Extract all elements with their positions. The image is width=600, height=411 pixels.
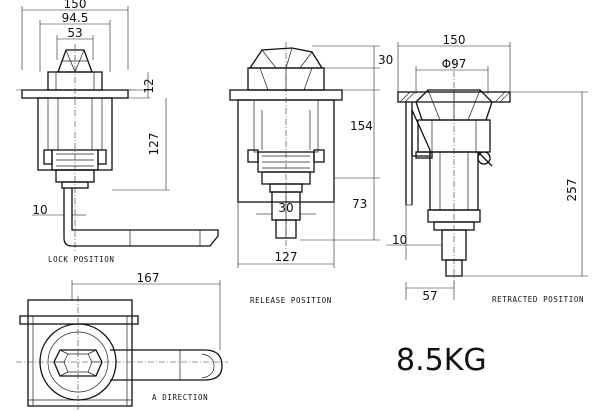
lock-position-view: 150 94.5 53 [16,0,219,264]
dim-lock-top: 53 [67,26,82,40]
dim-lock-width: 150 [64,0,87,11]
dim-retract-offset: 57 [422,289,437,303]
caption-a-direction: A DIRECTION [152,393,208,402]
caption-release-position: RELEASE POSITION [250,296,332,305]
dim-lock-height: 127 [147,133,161,156]
release-position-view: 30 154 73 30 127 RELEASE POSITION [229,42,393,305]
caption-lock-position: LOCK POSITION [48,255,115,264]
dim-release-body: 154 [350,119,373,133]
dim-lock-pin: 10 [32,203,47,217]
dim-retract-height: 257 [565,179,579,202]
dim-release-pin-length: 73 [352,197,367,211]
a-direction-view: 167 A DIRECTION [16,271,228,410]
dim-release-width: 127 [275,250,298,264]
dim-lock-flange: 12 [142,78,156,93]
dim-retract-width: 150 [443,33,466,47]
dim-retract-pin: 10 [392,233,407,247]
caption-retracted-position: RETRACTED POSITION [492,295,584,304]
retracted-position-view: 150 Φ97 [386,33,588,304]
weight-label: 8.5KG [396,343,487,378]
dim-adir-length: 167 [137,271,160,285]
dim-lock-inner: 94.5 [62,11,89,25]
dim-release-top: 30 [378,53,393,67]
